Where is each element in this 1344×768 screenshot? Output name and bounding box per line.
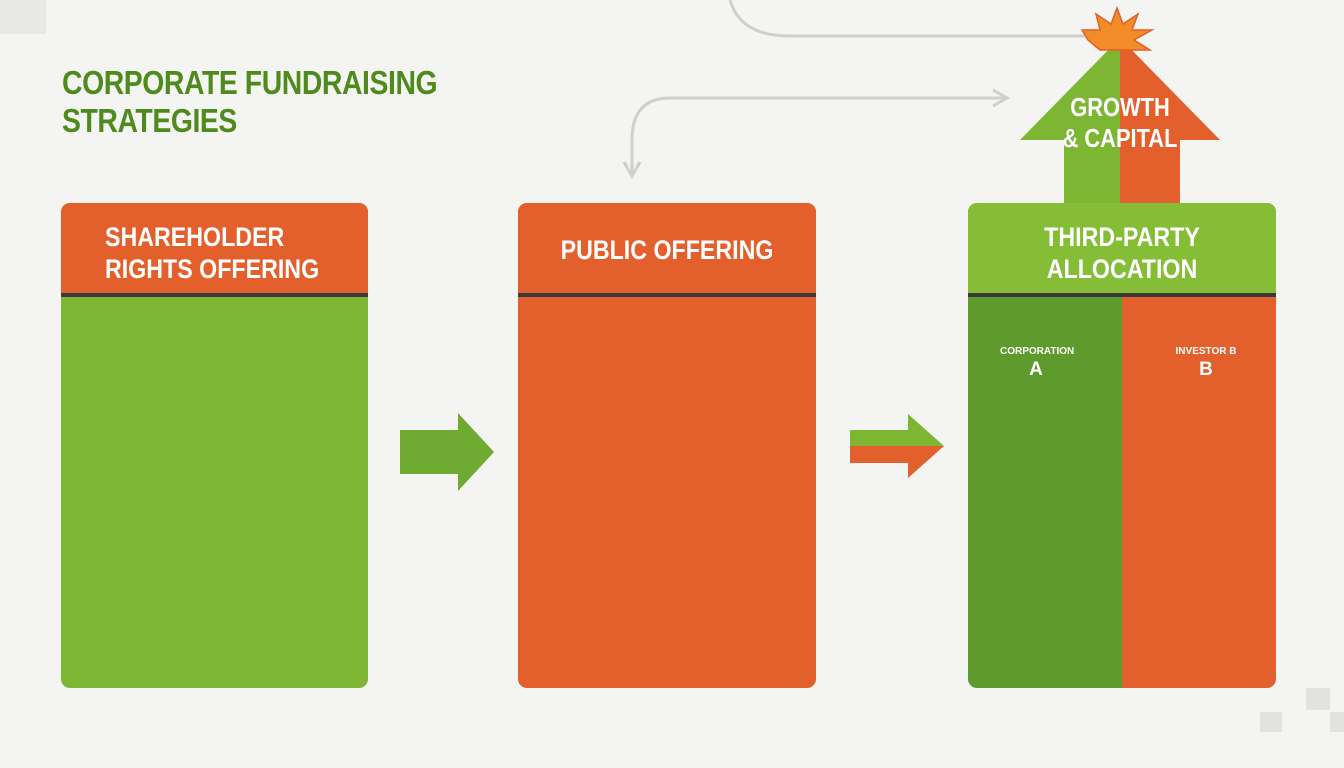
card-title-line-1: THIRD-PARTY [1044,222,1200,252]
card-title-line-1: SHAREHOLDER [105,222,285,252]
growth-label-line-1: GROWTH [1070,92,1170,122]
card-third-party-allocation: THIRD-PARTY ALLOCATION [968,203,1276,688]
card-title-line-1: PUBLIC OFFERING [560,235,774,265]
card-title: THIRD-PARTY ALLOCATION [990,221,1255,285]
growth-label-line-2: & CAPITAL [1062,123,1178,153]
shield-label-big: A [1029,359,1043,380]
shield-investor-b: INVESTOR B B [1170,346,1242,382]
arrowhead-icon [622,161,642,180]
title-line-1: CORPORATE FUNDRAISING [62,64,438,101]
page-title: CORPORATE FUNDRAISING STRATEGIES [62,64,438,140]
card-title: PUBLIC OFFERING [539,234,795,266]
shield-corporation-a: CORPORATION A [1000,346,1075,382]
flow-arrow-2 [850,414,944,478]
card-title-line-2: RIGHTS OFFERING [105,254,320,284]
card-title-line-2: ALLOCATION [1046,254,1198,284]
decor-square [1306,688,1330,710]
decor-square [0,0,46,34]
decor-square [1330,712,1344,732]
shield-label-small: CORPORATION [1000,346,1075,357]
starburst-icon [1080,5,1155,51]
card-header: PUBLIC OFFERING [518,203,816,297]
card-shareholder-rights-offering: SHAREHOLDER RIGHTS OFFERING [61,203,368,688]
card-public-offering: PUBLIC OFFERING [518,203,816,688]
connector-line-loop [630,96,1005,172]
decor-square [1260,712,1282,732]
card-title: SHAREHOLDER RIGHTS OFFERING [105,221,319,285]
shield-label-small: INVESTOR B [1175,346,1237,357]
growth-arrow [1020,38,1220,205]
card-header: SHAREHOLDER RIGHTS OFFERING [61,203,368,297]
flow-arrow-1 [400,413,494,491]
shield-label-big: B [1199,359,1213,380]
title-line-2: STRATEGIES [62,102,237,139]
connector-line-top [728,0,1100,38]
card-header: THIRD-PARTY ALLOCATION [968,203,1276,297]
arrowhead-icon [992,88,1011,108]
growth-arrow-label: GROWTH & CAPITAL [1036,92,1204,154]
